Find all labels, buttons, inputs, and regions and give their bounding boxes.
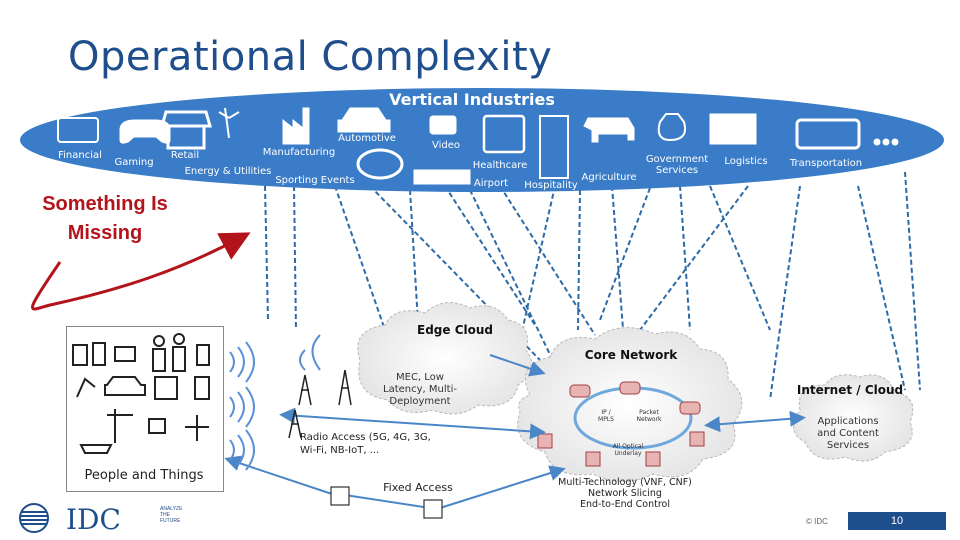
industry-label: Video [432,140,460,151]
money-icon [57,117,99,143]
robot-icon [148,418,166,434]
person-icon [173,333,185,345]
stadium-icon [356,148,404,180]
smartwatch-icon [194,376,210,400]
vertical-industries-title: Vertical Industries [389,90,555,109]
industry-label: Logistics [724,156,767,167]
copyright-text: © IDC [806,517,828,526]
airport-icon [413,169,471,185]
money-bag-icon [657,113,686,142]
core-network-description: Multi-Technology (VNF, CNF)Network Slici… [558,477,692,510]
idc-logo-text: IDC [66,503,121,534]
industry-label: Healthcare [473,160,528,171]
optical-switch-icon [689,431,705,447]
footer-bar [848,512,946,530]
optical-switch-icon [645,451,661,467]
industry-label: Transportation [789,158,862,169]
gamepad-icon [119,119,171,144]
wind-turbine-icon [218,107,240,139]
chip-icon [154,376,178,400]
radio-towers [288,369,352,439]
truck-icon [709,113,757,145]
airplane-icon [185,415,209,441]
router-icon [569,384,591,398]
industry-label: Agriculture [582,172,637,183]
core-network-cloud [517,327,743,482]
bus-icon [795,118,861,150]
people-things-icons [72,333,210,454]
fixed-access-node-icon [423,499,443,519]
core-inner-label: IP /MPLS [598,409,614,423]
edge-cloud-title: Edge Cloud [417,323,493,337]
industry-label: Manufacturing [263,147,335,158]
industry-label: Airport [474,178,508,189]
industry-label: Hospitality [524,180,578,191]
industry-label: Gaming [114,157,153,168]
crane-icon [107,409,133,443]
people-and-things-label: People and Things [84,468,204,483]
industry-label: Financial [58,150,102,161]
tablet-icon [72,344,88,366]
signal-waves [229,334,321,471]
industry-label: Retail [171,150,199,161]
watch-icon [196,344,210,366]
fixed-access-node-icon [330,486,350,506]
laptop-icon [114,346,136,362]
hotel-icon [539,115,569,179]
factory-icon [282,107,310,145]
storefront-icon [160,110,212,150]
slide-title: Operational Complexity [68,34,553,80]
phone-icon [92,342,106,366]
edge-cloud [357,302,533,415]
car-icon [337,107,391,133]
core-network-title: Core Network [585,348,678,362]
fixed-access-label: Fixed Access [383,481,453,494]
people-and-things-panel [66,326,224,492]
robot-arm-icon [76,377,96,398]
optical-switch-icon [585,451,601,467]
cow-icon [583,117,635,143]
ship-icon [79,444,113,454]
optical-switch-icon [537,433,553,449]
router-icon [679,401,701,415]
internet-cloud [793,374,914,462]
radio-access-label: Radio Access (5G, 4G, 3G,Wi-Fi, NB-IoT, … [300,432,431,456]
hospital-icon [482,114,526,154]
industry-label: Automotive [338,133,396,144]
industry-label: Sporting Events [275,175,354,186]
car-icon [104,376,146,396]
video-camera-icon [429,115,457,135]
person-icon [153,335,165,347]
idc-logo-graphic: IDC [19,503,121,536]
industry-label: Energy & Utilities [185,166,272,177]
router-icon [619,381,641,395]
page-number: 10 [890,515,904,527]
missing-arrow [31,232,251,311]
internet-cloud-title: Internet / Cloud [797,383,903,397]
